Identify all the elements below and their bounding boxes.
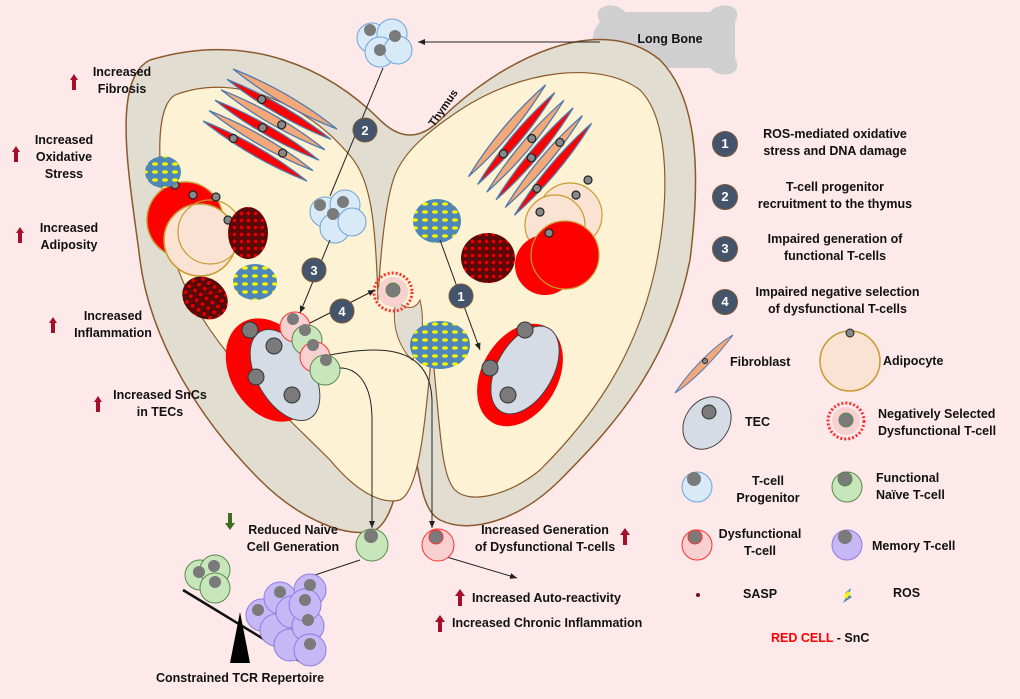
legend-tec-icon [682, 396, 732, 450]
chronic-inflammation-label: Increased Chronic Inflammation [452, 616, 643, 630]
svg-text:1: 1 [457, 289, 464, 304]
sasp-cluster [182, 276, 228, 320]
ros-cluster [145, 156, 181, 188]
negatively-selected-cell [372, 271, 414, 313]
step-number-4: 4 [712, 289, 738, 315]
effect-adiposity: Increased Adiposity [39, 221, 99, 252]
effect-oxidative-stress: Increased Oxidative Stress [34, 133, 94, 181]
step-number-3: 3 [712, 236, 738, 262]
svg-text:4: 4 [338, 304, 346, 319]
down-arrow-icon [225, 513, 235, 530]
legend-dysfunctional-icon [681, 529, 713, 561]
sasp-cluster [461, 233, 515, 283]
legend-fibroblast-label: Fibroblast [730, 355, 791, 369]
developing-tcell-chain [279, 311, 341, 386]
step-number-2: 2 [712, 184, 738, 210]
tec-cluster-right [477, 321, 563, 427]
constrained-tcr-label: Constrained TCR Repertoire [155, 671, 325, 685]
step-description-1: ROS-mediated oxidative stress and DNA da… [763, 127, 907, 158]
progenitor-cluster-top [356, 18, 413, 68]
output-naive-cell [355, 528, 389, 562]
step-description-4: Impaired negative selection of dysfuncti… [755, 285, 920, 316]
bottom-up-arrows [435, 528, 630, 632]
step-description-3: Impaired generation of functional T-cell… [767, 232, 903, 263]
ros-cluster [413, 199, 461, 243]
legend-adipocyte-label: Adipocyte [883, 354, 944, 368]
legend-sasp-label: SASP [743, 587, 778, 601]
legend-fibroblast-icon [674, 334, 734, 394]
legend-neg-selected-icon [826, 401, 866, 441]
effect-inflammation: Increased Inflammation [74, 309, 152, 340]
tec-cluster-left [225, 318, 321, 422]
svg-text:2: 2 [361, 123, 368, 138]
left-up-arrows [12, 74, 102, 412]
step-badge-4: 4 [329, 298, 355, 324]
output-dysfunctional-cell [421, 528, 455, 562]
legend-progenitor-label: T-cell Progenitor [736, 474, 800, 505]
step-badge-1: 1 [448, 283, 474, 309]
legend-ros-icon [843, 588, 852, 603]
step-description-2: T-cell progenitor recruitment to the thy… [757, 180, 913, 211]
legend-memory-label: Memory T-cell [872, 539, 956, 553]
legend-tec-label: TEC [745, 415, 770, 429]
sasp-cluster [228, 207, 268, 259]
legend-progenitor-icon [681, 471, 713, 503]
ros-cluster [410, 321, 470, 369]
progenitor-cluster-mid [309, 189, 367, 244]
auto-reactivity-label: Increased Auto-reactivity [472, 591, 621, 605]
step-badge-3: 3 [301, 257, 327, 283]
effect-sncs-in-tecs: Increased SnCs in TECs [113, 388, 207, 419]
legend-adipocyte-icon [819, 328, 881, 392]
legend-naive-icon [831, 471, 863, 503]
legend-dysfunctional-label: Dysfunctional T-cell [718, 527, 802, 558]
legend-sasp-icon [696, 593, 700, 597]
ros-cluster [233, 264, 277, 300]
adipocyte-cluster-left [146, 180, 243, 277]
effect-fibrosis: Increased Fibrosis [92, 65, 152, 96]
step-number-1: 1 [712, 131, 738, 157]
legend-red-cell-note: RED CELL - SnC [771, 631, 870, 645]
step-badge-2: 2 [352, 117, 378, 143]
legend-memory-icon [831, 529, 863, 561]
legend-ros-label: ROS [893, 586, 921, 600]
reduced-naive-label: Reduced Naive Cell Generation [246, 523, 340, 554]
svg-text:3: 3 [310, 263, 317, 278]
adipocyte-cluster-right [515, 175, 603, 295]
long-bone-label: Long Bone [637, 32, 703, 46]
legend-neg-selected-label: Negatively Selected Dysfunctional T-cell [878, 407, 997, 438]
seesaw-balance [182, 554, 327, 667]
legend-naive-label: Functional Naïve T-cell [876, 471, 945, 502]
increased-dysfunctional-label: Increased Generation of Dysfunctional T-… [474, 523, 616, 554]
